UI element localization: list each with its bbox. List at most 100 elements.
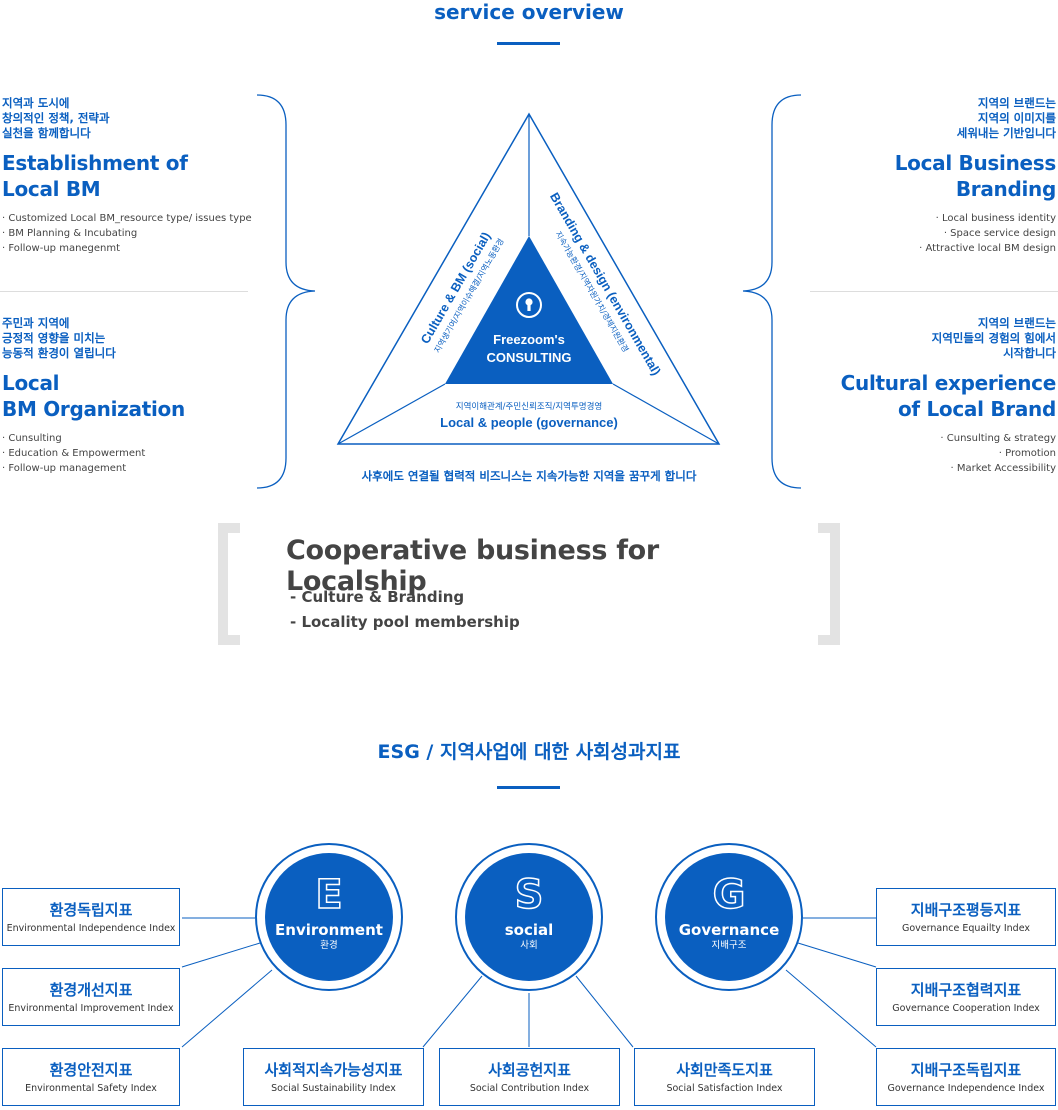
bottom-side-en: Local & people (governance) — [440, 415, 618, 430]
title-underline — [497, 42, 560, 45]
index-ko: 사회공헌지표 — [488, 1061, 571, 1079]
ko-line: 실천을 함께합니다 — [2, 126, 91, 140]
ko-line: 시작합니다 — [1003, 346, 1056, 360]
circle-ko-label: 사회 — [520, 940, 538, 951]
circle-en-label: Environment — [275, 921, 383, 939]
gov-index-equality: 지배구조평등지표 Governance Equailty Index — [876, 888, 1056, 946]
right-divider — [810, 291, 1058, 292]
index-en: Governance Cooperation Index — [892, 1003, 1040, 1014]
env-index-safety: 환경안전지표 Environmental Safety Index — [2, 1048, 180, 1106]
connector-line — [785, 969, 877, 1048]
index-en: Environmental Improvement Index — [8, 1003, 174, 1014]
list-item: · Space service design — [943, 228, 1056, 239]
ko-line: 지역의 브랜드는 — [977, 316, 1056, 330]
env-index-independence: 환경독립지표 Environmental Independence Index — [2, 888, 180, 946]
list-item: · Cunsulting — [2, 433, 62, 444]
ko-line: 지역민들의 경험의 힘에서 — [931, 331, 1056, 345]
env-index-improvement: 환경개선지표 Environmental Improvement Index — [2, 968, 180, 1026]
list-item: · Customized Local BM_resource type/ iss… — [2, 213, 252, 224]
block-local-business-branding: 지역의 브랜드는 지역의 이미지를 세워내는 기반입니다 Local Busin… — [796, 96, 1057, 256]
bottom-side-ko: 지역이해관계/주민신뢰조직/지역투명경영 — [456, 401, 603, 412]
ko-line: 능동적 환경이 열립니다 — [2, 346, 116, 360]
letter-s: S — [514, 872, 544, 918]
keyhole-icon — [516, 292, 542, 318]
circle-social: S social 사회 — [455, 843, 603, 991]
list-item: · Education & Empowerment — [2, 448, 146, 459]
circle-ko-label: 지배구조 — [711, 940, 747, 951]
en-line: of Local Brand — [897, 397, 1056, 421]
index-ko: 환경개선지표 — [49, 981, 133, 999]
index-ko: 사회만족도지표 — [676, 1061, 773, 1079]
service-overview-title: service overview — [434, 0, 624, 24]
letter-e: E — [315, 872, 344, 918]
en-line: Local BM — [2, 177, 101, 201]
cooperative-brackets — [218, 523, 840, 645]
index-en: Social Sustainability Index — [271, 1083, 396, 1094]
circle-environment: E Environment 환경 — [255, 843, 403, 991]
block-en-title: Local Business Branding — [796, 150, 1057, 202]
esg-connectors — [181, 917, 877, 1048]
ko-line: 주민과 지역에 — [2, 316, 70, 330]
gov-index-cooperation: 지배구조협력지표 Governance Cooperation Index — [876, 968, 1056, 1026]
index-ko: 환경안전지표 — [49, 1061, 133, 1079]
connector-line — [181, 942, 261, 968]
ko-line: 지역의 브랜드는 — [977, 96, 1056, 110]
block-en-title: Local BM Organization — [2, 370, 252, 422]
connector-line — [422, 975, 483, 1048]
center-label-line1: Freezoom's — [493, 332, 565, 347]
circle-environment-fill: E Environment 환경 — [265, 853, 393, 981]
ko-line: 지역의 이미지를 — [977, 111, 1056, 125]
block-establishment: 지역과 도시에 창의적인 정책, 전략과 실천을 함께합니다 Establish… — [2, 96, 252, 256]
outer-triangle — [336, 112, 721, 445]
right-brace — [742, 94, 802, 489]
index-ko: 지배구조협력지표 — [910, 981, 1022, 999]
ko-line: 지역과 도시에 — [2, 96, 70, 110]
social-index-contribution: 사회공헌지표 Social Contribution Index — [439, 1048, 620, 1106]
list-item: · Follow-up manegenmt — [2, 243, 121, 254]
connector-line — [575, 975, 634, 1048]
block-en-title: Establishment of Local BM — [2, 150, 252, 202]
connector-line — [612, 383, 720, 445]
cooperative-title: Cooperative business for Localship — [286, 535, 659, 597]
list-item: · Cunsulting & strategy — [940, 433, 1056, 444]
block-ko-text: 지역의 브랜드는 지역민들의 경험의 힘에서 시작합니다 — [796, 316, 1056, 361]
esg-title: ESG / 지역사업에 대한 사회성과지표 — [377, 741, 681, 763]
list-item: · Promotion — [998, 448, 1056, 459]
gov-index-independence: 지배구조독립지표 Governance Independence Index — [876, 1048, 1056, 1106]
circle-governance-fill: G Governance 지배구조 — [665, 853, 793, 981]
en-line: BM Organization — [2, 397, 185, 421]
index-en: Social Contribution Index — [469, 1083, 590, 1094]
center-label-line2: CONSULTING — [487, 350, 572, 365]
en-line: Branding — [955, 177, 1056, 201]
list-item: · Attractive local BM design — [919, 243, 1056, 254]
index-en: Governance Independence Index — [887, 1083, 1045, 1094]
block-items: · Cunsulting · Education & Empowerment ·… — [2, 431, 252, 476]
letter-g: G — [712, 872, 746, 918]
block-ko-text: 주민과 지역에 긍정적 영향을 미치는 능동적 환경이 열립니다 — [2, 316, 252, 361]
index-en: Governance Equailty Index — [901, 923, 1030, 934]
index-en: Environmental Safety Index — [25, 1083, 157, 1094]
connector-line — [181, 969, 273, 1048]
left-brace — [256, 94, 316, 489]
index-en: Environmental Independence Index — [6, 923, 176, 934]
cooperative-item: - Locality pool membership — [290, 613, 520, 631]
ko-line: 세워내는 기반입니다 — [956, 126, 1056, 140]
index-ko: 지배구조평등지표 — [910, 901, 1022, 919]
circle-governance: G Governance 지배구조 — [655, 843, 803, 991]
ko-line: 창의적인 정책, 전략과 — [2, 111, 110, 125]
esg-title-underline — [497, 786, 560, 789]
block-items: · Cunsulting & strategy · Promotion · Ma… — [796, 431, 1056, 476]
circle-social-fill: S social 사회 — [465, 853, 593, 981]
social-index-satisfaction: 사회만족도지표 Social Satisfaction Index — [634, 1048, 815, 1106]
circle-ko-label: 환경 — [320, 940, 338, 951]
block-ko-text: 지역의 브랜드는 지역의 이미지를 세워내는 기반입니다 — [796, 96, 1056, 141]
list-item: · Market Accessibility — [950, 463, 1056, 474]
index-ko: 환경독립지표 — [49, 901, 133, 919]
left-divider — [0, 291, 248, 292]
en-line: Local — [2, 371, 60, 395]
list-item: · Local business identity — [935, 213, 1056, 224]
circle-en-label: social — [504, 921, 554, 939]
cooperative-item: - Culture & Branding — [290, 588, 465, 606]
block-local-bm-organization: 주민과 지역에 긍정적 영향을 미치는 능동적 환경이 열립니다 Local B… — [2, 316, 252, 476]
en-line: Local Business — [894, 151, 1057, 175]
